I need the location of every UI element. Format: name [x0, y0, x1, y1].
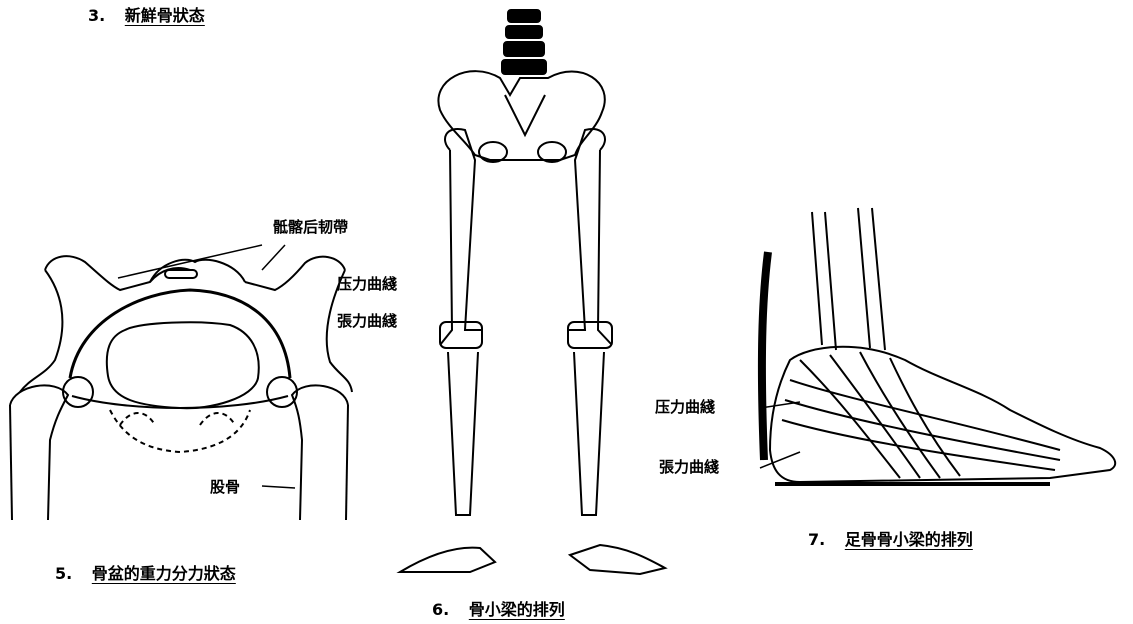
- label-sacroiliac-ligament: 骶髂后韧帶: [273, 220, 348, 235]
- foot-diagram: [760, 208, 1115, 484]
- label-foot-compression-curve: 压力曲綫: [655, 400, 715, 415]
- caption-fig5-text: 骨盆的重力分力狀态: [92, 564, 236, 583]
- pelvis-diagram: [10, 245, 352, 520]
- caption-fig6: 6. 骨小梁的排列: [432, 602, 565, 618]
- caption-fig5-number: 5.: [55, 564, 72, 583]
- label-femur: 股骨: [210, 480, 240, 495]
- caption-fig3-text: 新鮮骨狀态: [125, 6, 205, 25]
- label-foot-tension-curve: 張力曲綫: [659, 460, 719, 475]
- caption-fig6-number: 6.: [432, 600, 449, 619]
- caption-fig6-text: 骨小梁的排列: [469, 600, 565, 619]
- label-leg-compression-curve: 压力曲綫: [337, 277, 397, 292]
- caption-fig5: 5. 骨盆的重力分力狀态: [55, 566, 236, 582]
- caption-fig7: 7. 足骨骨小梁的排列: [808, 532, 973, 548]
- caption-fig7-text: 足骨骨小梁的排列: [845, 530, 973, 549]
- caption-fig3-number: 3.: [88, 6, 105, 25]
- label-leg-tension-curve: 張力曲綫: [337, 314, 397, 329]
- skeleton-diagram: [400, 10, 665, 574]
- caption-fig7-number: 7.: [808, 530, 825, 549]
- caption-fig3: 3. 新鮮骨狀态: [88, 8, 205, 24]
